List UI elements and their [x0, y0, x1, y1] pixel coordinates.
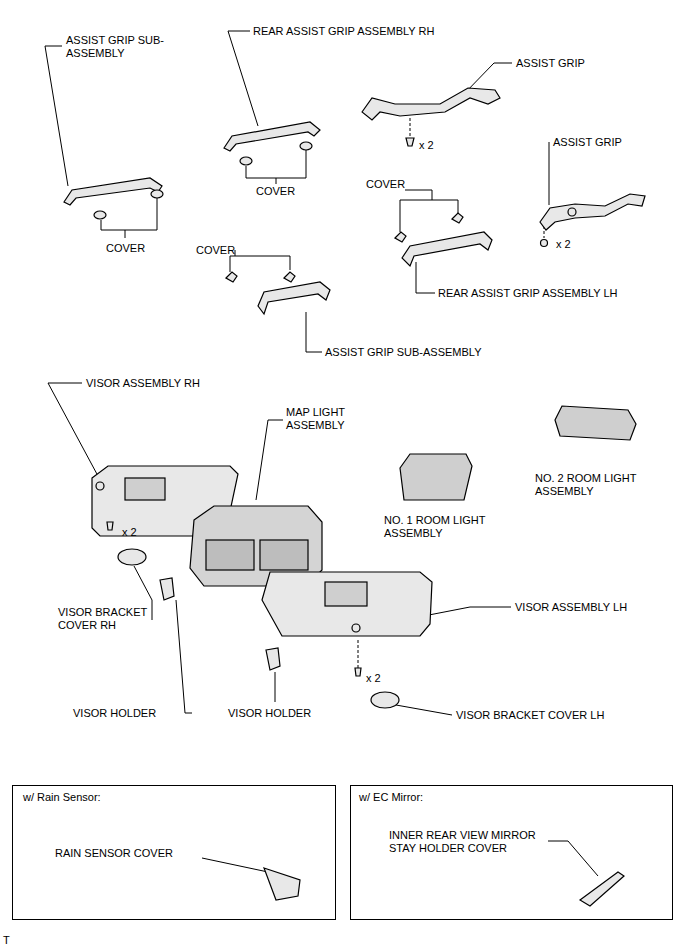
panel-heading: w/ EC Mirror:: [359, 791, 423, 804]
part-name: ASSIST GRIP SUB-ASSEMBLY: [325, 346, 482, 359]
part-name: COVER: [256, 185, 295, 198]
part-name: ASSIST GRIP: [516, 57, 585, 70]
part-name: REAR ASSIST GRIP ASSEMBLY RH: [253, 25, 434, 38]
part-name: ASSIST GRIP: [553, 136, 622, 149]
part-name: NO. 2 ROOM LIGHT ASSEMBLY: [535, 472, 657, 498]
part-name: VISOR HOLDER: [228, 707, 311, 720]
part-name: RAIN SENSOR COVER: [55, 847, 173, 860]
part-name: COVER: [196, 244, 235, 257]
callout-number: x 2: [366, 672, 381, 685]
callout-number: x 2: [122, 526, 137, 539]
part-name: REAR ASSIST GRIP ASSEMBLY LH: [438, 287, 618, 300]
part-name: VISOR ASSEMBLY LH: [515, 601, 627, 614]
callout-number: x 2: [419, 139, 434, 152]
part-name: VISOR ASSEMBLY RH: [86, 377, 200, 390]
part-name: COVER: [366, 178, 405, 191]
callout-number: T: [3, 934, 10, 947]
part-name: COVER: [106, 242, 145, 255]
panel-heading: w/ Rain Sensor:: [23, 791, 101, 804]
part-name: ASSIST GRIP SUB-ASSEMBLY: [66, 34, 184, 60]
part-name: VISOR BRACKET COVER RH: [58, 606, 166, 632]
callout-number: x 2: [556, 238, 571, 251]
option-panel: w/ EC Mirror: INNER REAR VIEW MIRROR STAY…: [350, 785, 673, 920]
part-name: MAP LIGHT ASSEMBLY: [286, 406, 368, 432]
part-name: VISOR HOLDER: [73, 707, 156, 720]
option-panel: w/ Rain Sensor: RAIN SENSOR COVER: [12, 785, 336, 920]
part-name: VISOR BRACKET COVER LH: [456, 709, 604, 722]
part-name: INNER REAR VIEW MIRROR STAY HOLDER COVER: [389, 829, 561, 855]
part-name: NO. 1 ROOM LIGHT ASSEMBLY: [384, 514, 506, 540]
